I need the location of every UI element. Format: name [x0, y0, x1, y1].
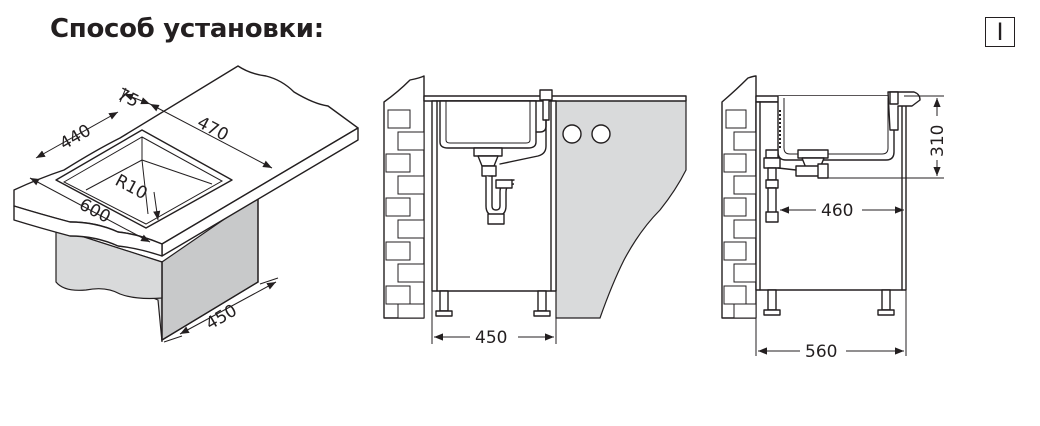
iso-dim-flange: 75 — [114, 85, 142, 112]
front-sink-bowl — [439, 100, 537, 149]
side-dim-depth-inner: 460 — [821, 201, 853, 221]
front-view: 450 — [383, 75, 687, 348]
page-title: Способ установки: — [50, 14, 324, 44]
side-brick-wall — [721, 75, 757, 319]
isometric-view: 75 440 470 R10 600 450 — [13, 65, 359, 343]
side-view: 310 460 560 — [721, 75, 948, 362]
side-dim-height: 310 — [928, 125, 948, 157]
iso-dim-bowl-width: 440 — [57, 121, 95, 155]
front-dim-cabinet-width: 450 — [475, 328, 507, 348]
side-dim-depth-total: 560 — [805, 342, 837, 362]
side-sink-bowl — [777, 96, 895, 161]
front-worktop — [423, 95, 687, 102]
installation-type-badge: I — [985, 17, 1015, 47]
front-brick-wall — [383, 75, 425, 319]
front-cabinet-panel — [555, 99, 687, 319]
iso-cabinet-left — [55, 226, 163, 300]
